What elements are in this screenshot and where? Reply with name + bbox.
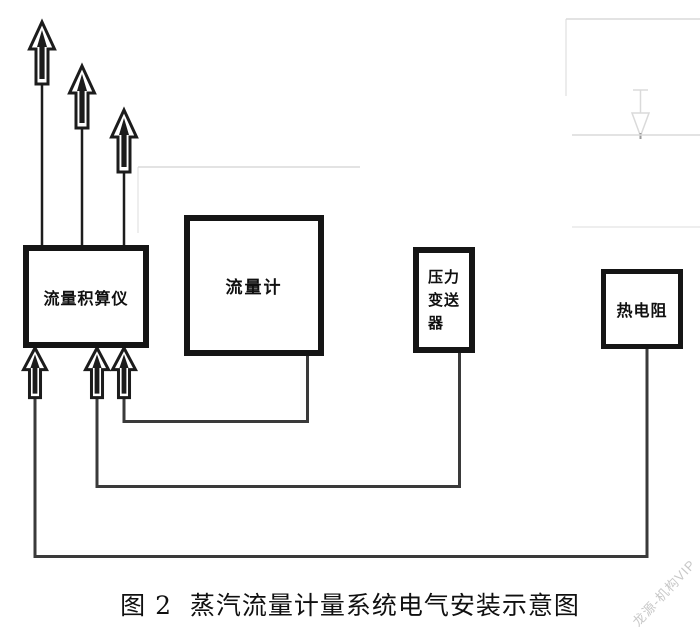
up-arrow-icon <box>111 346 137 399</box>
thermal-resistor-box: 热电阻 <box>601 269 683 349</box>
flow-meter-box: 流量计 <box>184 215 324 356</box>
up-arrow-icon <box>84 346 110 399</box>
signal-wires <box>33 348 649 558</box>
wire-thermal-resistor-to-totalizer <box>33 348 649 558</box>
pressure-transmitter-label-line3: 器 <box>428 314 445 332</box>
ghost-figure <box>137 18 700 233</box>
up-arrow-icon <box>28 20 56 86</box>
up-arrow-icon <box>22 346 48 399</box>
up-arrow-icon <box>110 108 138 174</box>
flow-totalizer-label: 流量积算仪 <box>43 290 129 308</box>
flow-totalizer-box: 流量积算仪 <box>23 245 149 348</box>
thermal-resistor-label: 热电阻 <box>616 303 668 320</box>
pressure-transmitter-label-line2: 变送 <box>428 291 461 309</box>
figure-caption: 图 2 蒸汽流量计量系统电气安装示意图 <box>120 591 580 620</box>
up-arrow-icon <box>68 64 96 130</box>
totalizer-output-leads <box>40 84 126 248</box>
flow-meter-label: 流量计 <box>225 278 283 297</box>
wire-pressure-transmitter-to-totalizer <box>95 351 461 488</box>
wire-flow-meter-to-totalizer <box>122 354 309 423</box>
ghost-down-arrow-icon <box>630 112 651 139</box>
pressure-transmitter-label-line1: 压力 <box>428 268 461 286</box>
pressure-transmitter-box: 压力 变送 器 <box>413 247 475 353</box>
